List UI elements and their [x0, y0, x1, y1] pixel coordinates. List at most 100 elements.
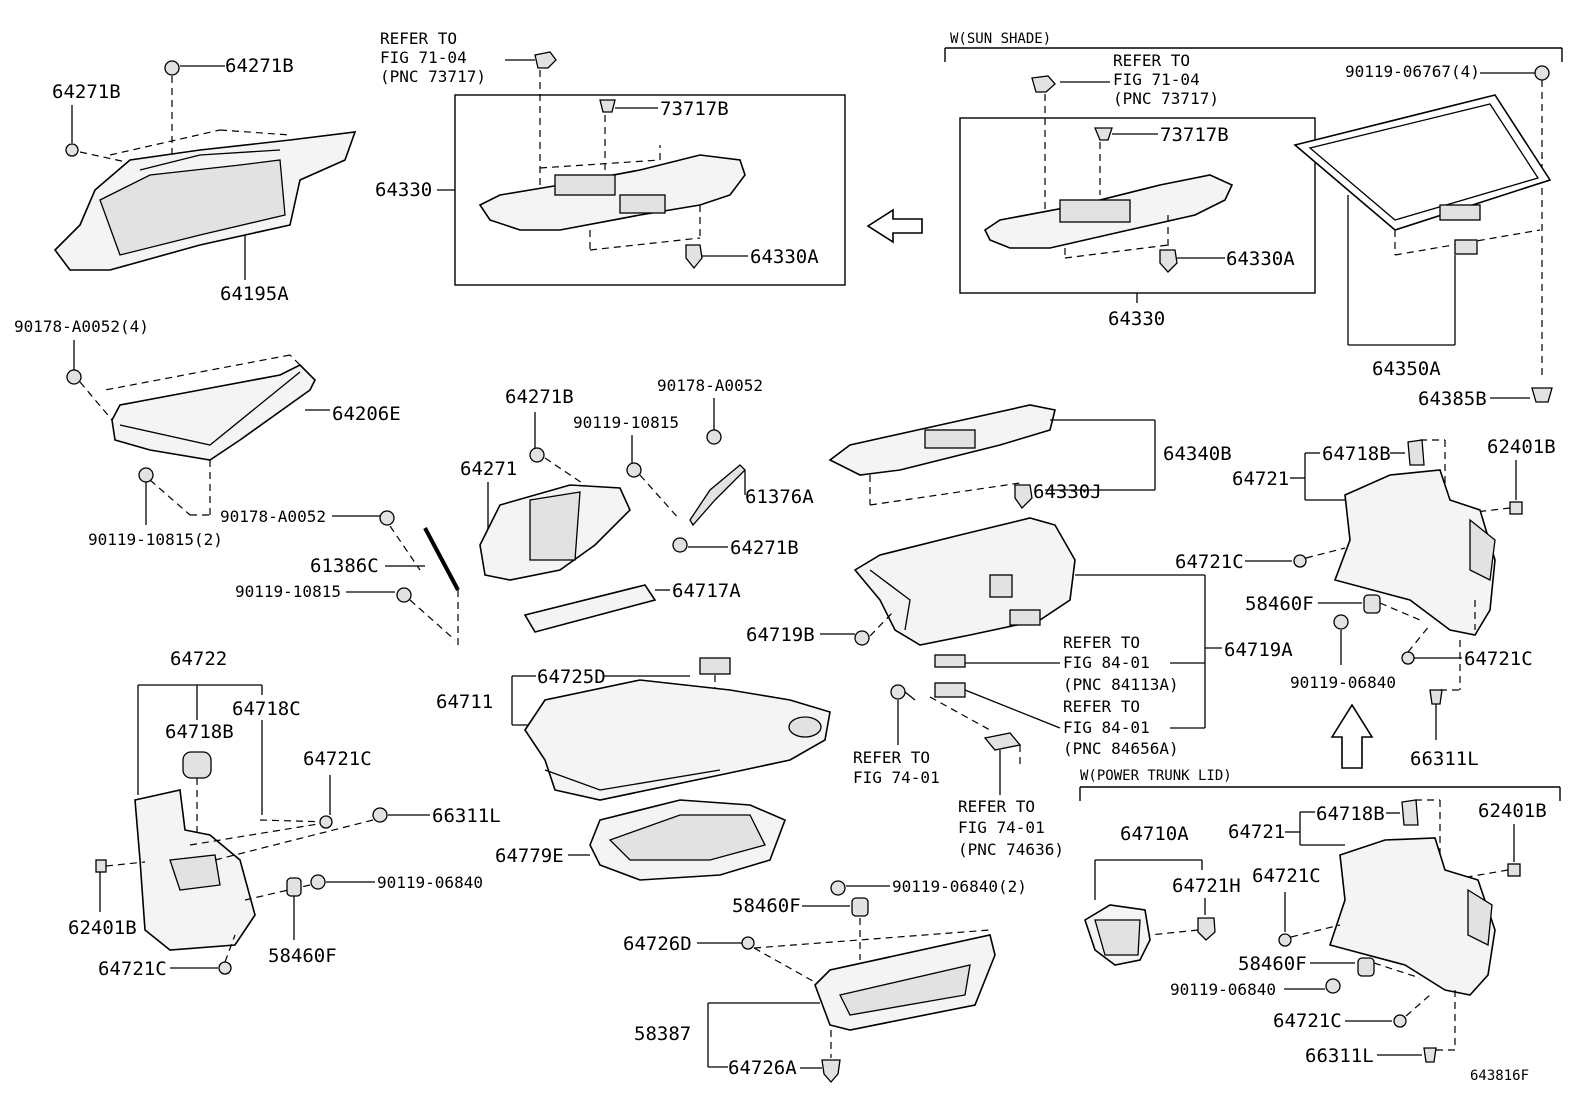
part-64195a-group: 64271B 64271B 64195A	[52, 55, 357, 305]
clip-62401b-p-icon	[1507, 863, 1521, 877]
ref-1-line3: (PNC 73717)	[380, 67, 486, 86]
label-64350a: 64350A	[1372, 358, 1441, 380]
arrow-left-icon	[866, 208, 923, 244]
label-66311l-left: 66311L	[432, 805, 501, 827]
clip-66311l-p-icon	[1423, 1047, 1437, 1063]
trunk-side-panel-64721-p	[1328, 837, 1496, 996]
label-62401b-p: 62401B	[1478, 800, 1547, 822]
label-64721c-p2: 64721C	[1273, 1010, 1342, 1032]
ref-6-line3: (PNC 74636)	[958, 840, 1064, 859]
label-64721c-p1: 64721C	[1252, 865, 1321, 887]
nut-90178-icon	[66, 369, 82, 385]
label-64195a: 64195A	[220, 283, 289, 305]
hook-73717-icon	[534, 51, 557, 69]
hook-64725d-icon	[699, 657, 731, 675]
part-64330-box-a: REFER TO FIG 71-04 (PNC 73717) 73717B 64…	[375, 29, 846, 286]
hook-73717-b-icon	[1031, 75, 1056, 93]
clip-73717b-icon	[599, 99, 616, 113]
sun-shade-64350a	[1293, 94, 1552, 231]
label-64271b-left: 64271B	[52, 81, 121, 103]
clip-73717b-b-icon	[1094, 127, 1113, 141]
label-90178-a0052-mid: 90178-A0052	[220, 507, 326, 526]
label-64721c-r1: 64721C	[1175, 551, 1244, 573]
label-73717b-b: 73717B	[1160, 124, 1229, 146]
part-58387-group: 90119-06840(2) 58460F 64726D 58387 64726…	[623, 877, 1027, 1083]
clip-64330a-icon	[685, 244, 703, 270]
lamp-84113-icon	[934, 654, 966, 668]
label-64330a-b: 64330A	[1226, 248, 1295, 270]
ref-4-line2: FIG 84-01	[1063, 718, 1150, 737]
trunk-lid-trim-64719a	[853, 517, 1076, 646]
label-64271b-top: 64271B	[225, 55, 294, 77]
label-58387: 58387	[634, 1023, 691, 1045]
deck-trim-64206e	[111, 364, 316, 461]
switch-84656-icon	[934, 682, 966, 698]
label-61376a: 61376A	[745, 486, 814, 508]
clip-64718b-icon	[182, 751, 212, 779]
label-64330j: 64330J	[1033, 481, 1102, 503]
nut-90178-mid-icon	[379, 510, 395, 526]
hinge-cover-61376a	[689, 464, 746, 527]
label-64722: 64722	[170, 648, 227, 670]
screw-90119-06840-p-icon	[1325, 978, 1341, 994]
label-62401b-left: 62401B	[68, 917, 137, 939]
label-64721c-left2: 64721C	[98, 958, 167, 980]
label-90178-a0052-4: 90178-A0052(4)	[14, 317, 149, 336]
label-64271: 64271	[460, 458, 517, 480]
label-64719b: 64719B	[746, 624, 815, 646]
clip-64271b-c2-icon	[672, 537, 688, 553]
ref-3-line1: REFER TO	[1063, 633, 1140, 652]
label-90119-06767-4: 90119-06767(4)	[1345, 62, 1480, 81]
part-64206e-group: 90178-A0052(4) 64206E 90119-10815(2)	[14, 317, 401, 549]
label-90119-10815-c: 90119-10815	[573, 413, 679, 432]
ref-2-line1: REFER TO	[1113, 51, 1190, 70]
clip-64721c-p-icon	[1278, 933, 1292, 947]
part-64722-group: 64722 64718C 64718B 64721C 66311L 90119-…	[68, 648, 501, 980]
ref-2-line3: (PNC 73717)	[1113, 89, 1219, 108]
clip-58460f-p-icon	[1357, 957, 1375, 977]
label-66311l-r: 66311L	[1410, 748, 1479, 770]
label-64717a: 64717A	[672, 580, 741, 602]
clip-64721c-r-icon	[1293, 554, 1307, 568]
label-58460f-p: 58460F	[1238, 953, 1307, 975]
part-64711-group: 64725D 64711 64779E	[436, 657, 831, 881]
clip-58460f-c-icon	[851, 897, 869, 917]
label-64721h: 64721H	[1172, 875, 1241, 897]
label-90119-10815-2: 90119-10815(2)	[88, 530, 223, 549]
label-58460f-left: 58460F	[268, 945, 337, 967]
clip-58460f-r-icon	[1363, 594, 1381, 614]
bolt-90119-c-icon	[626, 462, 642, 478]
clip-64271b-left-icon	[65, 143, 79, 157]
clip-64721c-r2-icon	[1401, 651, 1415, 665]
clip-64718b-r-icon	[1407, 439, 1425, 466]
clip-64721h-icon	[1197, 917, 1216, 941]
label-64385b: 64385B	[1418, 388, 1487, 410]
rod-61386c	[423, 527, 460, 591]
part-64271-group: 64271B 90178-A0052 90119-10815 64271 613…	[460, 376, 814, 633]
label-58460f-r: 58460F	[1245, 593, 1314, 615]
label-64330-a: 64330	[375, 179, 432, 201]
screw-90119-06840-icon	[310, 874, 326, 890]
label-64330a-a: 64330A	[750, 246, 819, 268]
label-61386c: 61386C	[310, 555, 379, 577]
label-64721c-r2: 64721C	[1464, 648, 1533, 670]
label-64718b-left: 64718B	[165, 721, 234, 743]
section-sun-shade-title: W(SUN SHADE)	[950, 31, 1051, 47]
ref-1-line2: FIG 71-04	[380, 48, 467, 67]
label-58460f-c: 58460F	[732, 895, 801, 917]
label-64726a: 64726A	[728, 1057, 797, 1079]
label-64721-r: 64721	[1232, 468, 1289, 490]
label-64718b-r: 64718B	[1322, 443, 1391, 465]
ref-6-line1: REFER TO	[958, 797, 1035, 816]
label-64271b-c: 64271B	[505, 386, 574, 408]
label-64721-p: 64721	[1228, 821, 1285, 843]
label-64718b-p: 64718B	[1316, 803, 1385, 825]
part-61386c-group: 90178-A0052 61386C 90119-10815	[220, 507, 460, 645]
ref-1-line1: REFER TO	[380, 29, 457, 48]
clip-64385b-icon	[1531, 387, 1553, 403]
bolt-90119-icon	[138, 467, 154, 483]
stay-74-01-icon	[890, 684, 906, 700]
clip-64721c-p2-icon	[1393, 1014, 1407, 1028]
clip-64271b-top-icon	[164, 60, 180, 76]
